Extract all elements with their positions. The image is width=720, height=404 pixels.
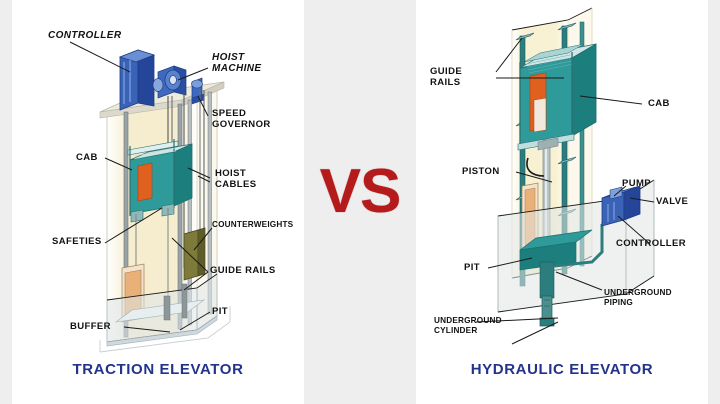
label-piston: PISTON xyxy=(462,166,500,177)
hoist-machine-icon xyxy=(152,65,187,99)
underground-cylinder-icon xyxy=(539,295,555,327)
label-underground-cylinder: UNDERGROUND CYLINDER xyxy=(434,316,502,335)
label-controller: CONTROLLER xyxy=(616,238,686,249)
controller-cabinet-icon xyxy=(118,49,156,111)
pit-base-icon xyxy=(519,229,593,299)
label-speed-governor: SPEED GOVERNOR xyxy=(212,108,271,130)
traction-elevator-panel: CONTROLLER HOIST MACHINE SPEED GOVERNOR … xyxy=(12,0,304,404)
traction-elevator-drawing xyxy=(69,41,231,353)
leader-lines xyxy=(69,41,213,333)
label-hoist-cables: HOIST CABLES xyxy=(215,168,257,190)
label-valve: VALVE xyxy=(656,196,689,207)
building-outline xyxy=(99,306,231,353)
counterweight-icon xyxy=(183,227,206,281)
label-guide-rails: GUIDE RAILS xyxy=(210,265,276,276)
label-pit: PIT xyxy=(212,306,228,317)
speed-governor-icon xyxy=(191,77,205,105)
cab-icon xyxy=(517,43,597,151)
versus-label: VS xyxy=(319,157,402,226)
pump-valve-controller-icon xyxy=(601,185,641,227)
label-hoist-machine: HOIST MACHINE xyxy=(212,52,262,74)
hydraulic-elevator-drawing xyxy=(475,7,655,345)
label-cab: CAB xyxy=(76,152,98,163)
label-buffer: BUFFER xyxy=(70,321,111,332)
hydraulic-elevator-caption: HYDRAULIC ELEVATOR xyxy=(470,361,654,378)
leader-lines xyxy=(475,37,655,345)
traction-elevator-caption: TRACTION ELEVATOR xyxy=(72,361,244,378)
label-controller: CONTROLLER xyxy=(48,30,122,41)
label-safeties: SAFETIES xyxy=(52,236,102,247)
label-cab: CAB xyxy=(648,98,670,109)
label-underground-piping: UNDERGROUND PIPING xyxy=(604,288,672,307)
pit-icon xyxy=(106,273,218,347)
cab-icon xyxy=(127,139,193,216)
label-counterweights: COUNTERWEIGHTS xyxy=(212,220,294,229)
label-pump: PUMP xyxy=(622,178,652,189)
label-guide-rails: GUIDE RAILS xyxy=(430,66,463,88)
label-pit: PIT xyxy=(464,262,480,273)
hydraulic-elevator-panel: GUIDE RAILS CAB PISTON PUMP VALVE CONTRO… xyxy=(416,0,708,404)
